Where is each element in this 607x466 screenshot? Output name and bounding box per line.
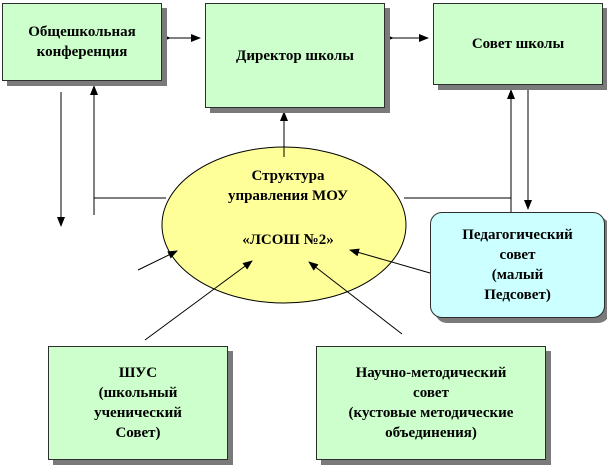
arrow-nmc-into-ellipse (308, 261, 403, 335)
line-ellipse-conference (93, 197, 166, 215)
pedagogical-council-box: Педагогический совет (малый Педсовет) (430, 212, 605, 318)
line-ellipse-council (404, 197, 512, 212)
student-council-label: ШУС (школьный ученический Совет) (94, 365, 182, 441)
center-school-name: «ЛСОШ №2» (242, 232, 334, 248)
director-box: Директор школы (205, 3, 385, 108)
methodical-council-label: Научно-методический совет (кустовые мето… (348, 365, 514, 441)
director-label: Директор школы (236, 47, 354, 64)
student-council-box: ШУС (школьный ученический Совет) (48, 346, 228, 460)
methodical-council-box: Научно-методический совет (кустовые мето… (316, 346, 546, 460)
arrow-shus-into-ellipse (144, 260, 253, 341)
school-council-box: Совет школы (433, 3, 603, 85)
pedagogical-council-label: Педагогический совет (малый Педсовет) (462, 227, 573, 303)
conference-box: Общешкольная конференция (2, 3, 162, 81)
conference-label: Общешкольная конференция (28, 24, 136, 60)
center-label: Структура управления МОУ «ЛСОШ №2» (178, 166, 398, 250)
center-title-line1: Структура (251, 168, 325, 184)
arrow-left-into-ellipse (137, 250, 178, 271)
center-title-line2: управления МОУ (227, 188, 349, 204)
school-council-label: Совет школы (471, 36, 565, 52)
arrow-pedagogical-into-ellipse (349, 248, 431, 274)
